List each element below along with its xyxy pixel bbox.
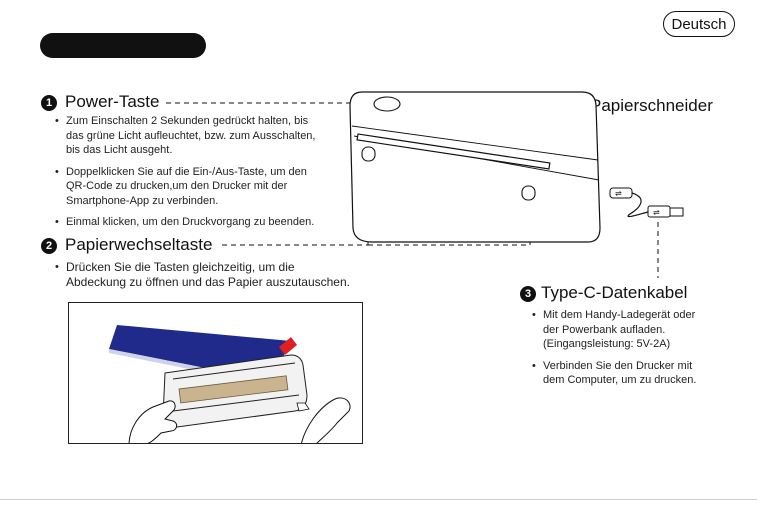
power-button-instructions: Zum Einschalten 2 Sekunden gedrückt halt… xyxy=(55,114,315,237)
power-button-heading: Power-Taste xyxy=(65,92,160,111)
paper-change-button-right-icon xyxy=(521,185,536,201)
red-arrow-icon xyxy=(279,337,297,355)
section-number-1: 1 xyxy=(41,95,57,111)
language-badge: Deutsch xyxy=(663,11,735,37)
left-hand xyxy=(128,400,178,443)
power-bullet-2: Doppelklicken Sie auf die Ein-/Aus-Taste… xyxy=(55,165,315,209)
cable-bullet-1: Mit dem Handy-Ladegerät oder der Powerba… xyxy=(532,308,696,352)
usb-cable-icon xyxy=(627,192,649,218)
svg-text:⇌: ⇌ xyxy=(615,189,622,198)
title-bar xyxy=(40,33,206,58)
paper-change-button-left-icon xyxy=(361,146,376,162)
section-number-2: 2 xyxy=(41,238,57,254)
cable-bullet-2: Verbinden Sie den Drucker mit dem Comput… xyxy=(532,359,696,388)
paper-change-leader-line xyxy=(222,150,369,246)
usb-c-port-icon: ⇌ xyxy=(609,187,633,199)
paper-replacement-illustration xyxy=(109,325,351,443)
paper-replacement-photo xyxy=(68,302,363,444)
type-c-cable-instructions: Mit dem Handy-Ladegerät oder der Powerba… xyxy=(532,308,696,395)
paper-change-heading: Papierwechseltaste xyxy=(65,235,213,254)
section-number-3: 3 xyxy=(520,286,536,302)
usb-a-plug-icon: ⇌ xyxy=(647,205,684,218)
type-c-cable-heading: Type-C-Datenkabel xyxy=(541,283,688,302)
power-button-icon xyxy=(373,96,401,112)
paper-cutter-label: Papierschneider xyxy=(590,96,713,115)
power-bullet-3: Einmal klicken, um den Druckvorgang zu b… xyxy=(55,215,315,230)
svg-text:⇌: ⇌ xyxy=(653,208,660,217)
right-hand xyxy=(301,397,351,443)
power-bullet-1: Zum Einschalten 2 Sekunden gedrückt halt… xyxy=(55,114,315,158)
paper-change-bullet-1: Drücken Sie die Tasten gleichzeitig, um … xyxy=(55,260,350,290)
paper-change-instructions: Drücken Sie die Tasten gleichzeitig, um … xyxy=(55,260,350,297)
printer-body xyxy=(349,91,601,243)
page-footer-rule xyxy=(0,499,757,500)
